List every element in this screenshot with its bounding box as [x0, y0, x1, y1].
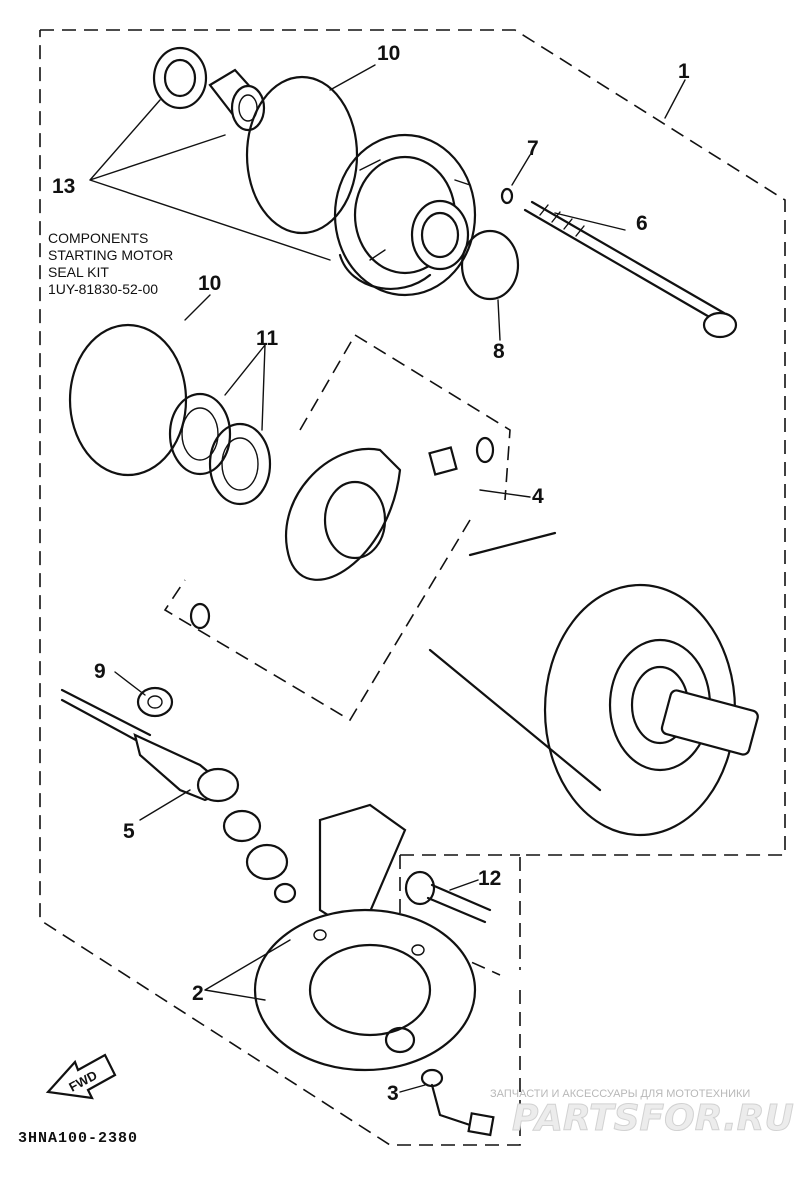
callout-1: 1: [678, 60, 690, 83]
o-ring-upper: [245, 75, 359, 235]
through-bolt: [523, 200, 738, 339]
callout-8: 8: [493, 340, 505, 363]
callout-12: 12: [478, 867, 501, 890]
callout-7: 7: [527, 137, 539, 160]
washer-small-2: [245, 843, 289, 881]
callout-5: 5: [123, 820, 135, 843]
o-ring-7: [500, 187, 514, 205]
washer-11a-inner: [181, 407, 219, 461]
rear-cover: [253, 803, 477, 1072]
front-cover: [333, 133, 477, 297]
o-ring-lower: [68, 323, 188, 477]
o-ring-8: [460, 229, 520, 301]
kit-note-line1: COMPONENTS: [48, 230, 148, 246]
needle-bearing: [208, 68, 266, 132]
callout-13: 13: [52, 175, 75, 198]
callout-2: 2: [192, 982, 204, 1005]
callout-10-upper: 10: [377, 42, 400, 65]
watermark-brand: PARTSFOR.RU: [512, 1098, 794, 1139]
diagram-code: 3HNA100-2380: [18, 1130, 138, 1147]
oil-seal: [152, 46, 208, 110]
washer-11b: [208, 422, 272, 506]
kit-note-line2: STARTING MOTOR: [48, 247, 173, 263]
bolt-12: [404, 870, 492, 924]
washer-small-1: [222, 809, 262, 843]
callout-3: 3: [387, 1082, 399, 1105]
brush-plate: [189, 436, 495, 630]
fwd-arrow: FWD: [45, 1053, 117, 1100]
callout-4: 4: [532, 485, 544, 508]
assembly-boundary: [39, 29, 786, 1146]
motor-yoke: [428, 531, 759, 837]
washer-11b-inner: [221, 437, 259, 491]
brush-set-boundary: [163, 334, 511, 722]
leader-lines: [89, 64, 686, 1093]
kit-note-line4: 1UY-81830-52-00: [48, 281, 158, 297]
callout-6: 6: [636, 212, 648, 235]
callout-10-lower: 10: [198, 272, 221, 295]
callout-11: 11: [256, 327, 279, 350]
watermark-tagline: ЗАПЧАСТИ И АКСЕССУАРЫ ДЛЯ МОТОТЕХНИКИ: [490, 1088, 750, 1100]
terminal-3: [420, 1068, 495, 1137]
washer-11a: [168, 392, 232, 476]
nut-9: [136, 686, 174, 718]
motor-lead: [60, 688, 240, 803]
washer-small-3: [273, 882, 297, 904]
callout-9: 9: [94, 660, 106, 683]
kit-note-line3: SEAL KIT: [48, 264, 109, 280]
